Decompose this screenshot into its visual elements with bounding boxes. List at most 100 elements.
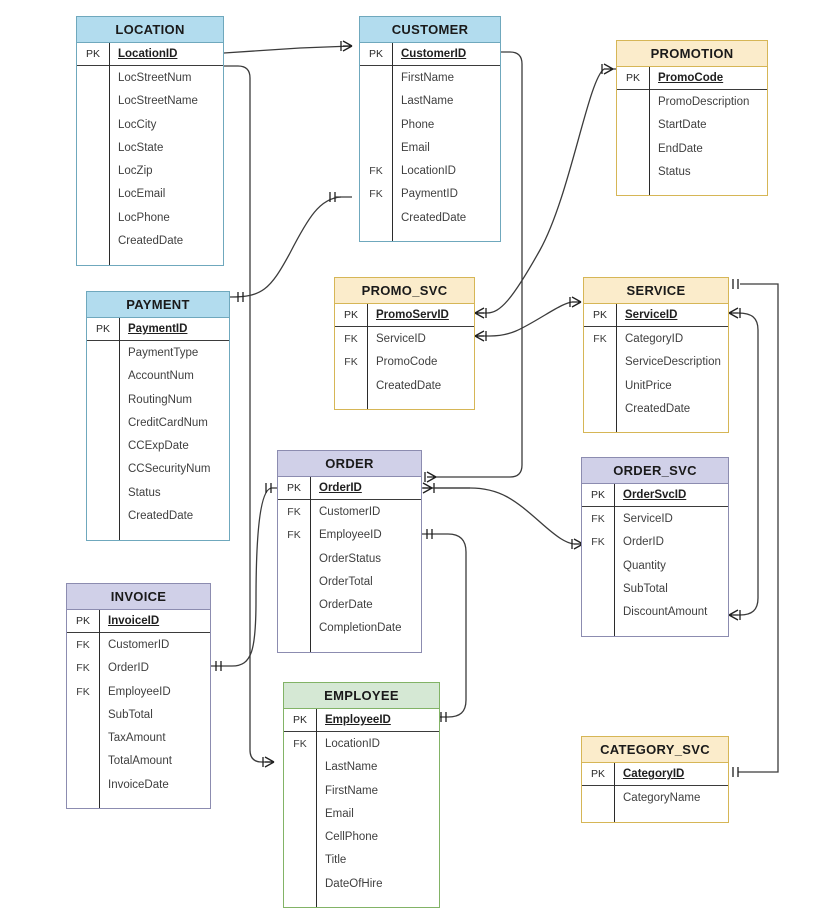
attribute-row[interactable]: UnitPrice	[584, 374, 728, 397]
attribute-name: InvoiceDate	[108, 778, 169, 791]
attribute-row[interactable]: RoutingNum	[87, 388, 229, 411]
attribute-row[interactable]: LocStreetName	[77, 90, 223, 113]
attribute-name: CreatedDate	[401, 211, 467, 224]
attribute-row[interactable]: OrderTotal	[278, 570, 421, 593]
attribute-row[interactable]: LocCity	[77, 113, 223, 136]
attribute-row[interactable]: Email	[284, 802, 439, 825]
attribute-row[interactable]: LocZip	[77, 159, 223, 182]
entity-bottom-spacer	[582, 624, 728, 636]
attribute-row[interactable]: FK CustomerID	[67, 633, 210, 656]
key-marker: FK	[76, 638, 90, 651]
attribute-row[interactable]: TaxAmount	[67, 726, 210, 749]
attribute-row[interactable]: SubTotal	[582, 577, 728, 600]
attribute-row[interactable]: OrderStatus	[278, 547, 421, 570]
attribute-row[interactable]: CreatedDate	[360, 206, 500, 229]
attribute-row[interactable]: LastName	[360, 90, 500, 113]
attribute-row[interactable]: Email	[360, 136, 500, 159]
attribute-row[interactable]: FirstName	[284, 779, 439, 802]
attribute-row[interactable]: CategoryName	[582, 786, 728, 809]
attribute-name: StartDate	[658, 119, 707, 132]
attribute-row[interactable]: Quantity	[582, 554, 728, 577]
attribute-name: PromoCode	[658, 72, 724, 85]
attribute-row[interactable]: LocEmail	[77, 183, 223, 206]
attribute-row[interactable]: FirstName	[360, 66, 500, 89]
attribute-row[interactable]: Status	[617, 160, 767, 183]
attribute-row[interactable]: CCSecurityNum	[87, 458, 229, 481]
attribute-row[interactable]: LocPhone	[77, 206, 223, 229]
attribute-row[interactable]: DateOfHire	[284, 872, 439, 895]
attribute-name: CustomerID	[108, 638, 170, 651]
attribute-row[interactable]: TotalAmount	[67, 750, 210, 773]
attribute-name: Status	[658, 165, 691, 178]
attribute-row[interactable]: AccountNum	[87, 365, 229, 388]
attribute-row[interactable]: ServiceDescription	[584, 351, 728, 374]
attribute-row[interactable]: InvoiceDate	[67, 773, 210, 796]
attribute-row[interactable]: CreatedDate	[584, 397, 728, 420]
attribute-row[interactable]: Phone	[360, 113, 500, 136]
attribute-row[interactable]: LocStreetNum	[77, 66, 223, 89]
key-marker: PK	[75, 615, 90, 628]
attribute-row[interactable]: DiscountAmount	[582, 600, 728, 623]
attribute-row[interactable]: SubTotal	[67, 703, 210, 726]
attribute-row[interactable]: CreditCardNum	[87, 411, 229, 434]
attribute-row[interactable]: CompletionDate	[278, 617, 421, 640]
attribute-row[interactable]: EndDate	[617, 137, 767, 160]
key-marker: FK	[344, 332, 358, 345]
attribute-name: LocPhone	[118, 211, 170, 224]
attribute-name: CustomerID	[401, 48, 467, 61]
attribute-row[interactable]: CCExpDate	[87, 434, 229, 457]
attribute-row[interactable]: PaymentType	[87, 341, 229, 364]
attribute-name: LocStreetNum	[118, 71, 192, 84]
attribute-row[interactable]: CellPhone	[284, 825, 439, 848]
attribute-row[interactable]: CreatedDate	[335, 374, 474, 397]
key-marker: PK	[292, 714, 307, 727]
attribute-row[interactable]: CreatedDate	[77, 229, 223, 252]
attribute-row[interactable]: StartDate	[617, 114, 767, 137]
attribute-row[interactable]: PromoDescription	[617, 90, 767, 113]
attribute-row[interactable]: LocState	[77, 136, 223, 159]
attribute-row[interactable]: Status	[87, 481, 229, 504]
attribute-row[interactable]: Title	[284, 849, 439, 872]
key-marker: FK	[344, 356, 358, 369]
attribute-row[interactable]: OrderDate	[278, 593, 421, 616]
attribute-row[interactable]: LastName	[284, 756, 439, 779]
key-marker: FK	[293, 737, 307, 750]
entity-title-payment: PAYMENT	[87, 292, 229, 318]
attribute-row[interactable]: CreatedDate	[87, 504, 229, 527]
